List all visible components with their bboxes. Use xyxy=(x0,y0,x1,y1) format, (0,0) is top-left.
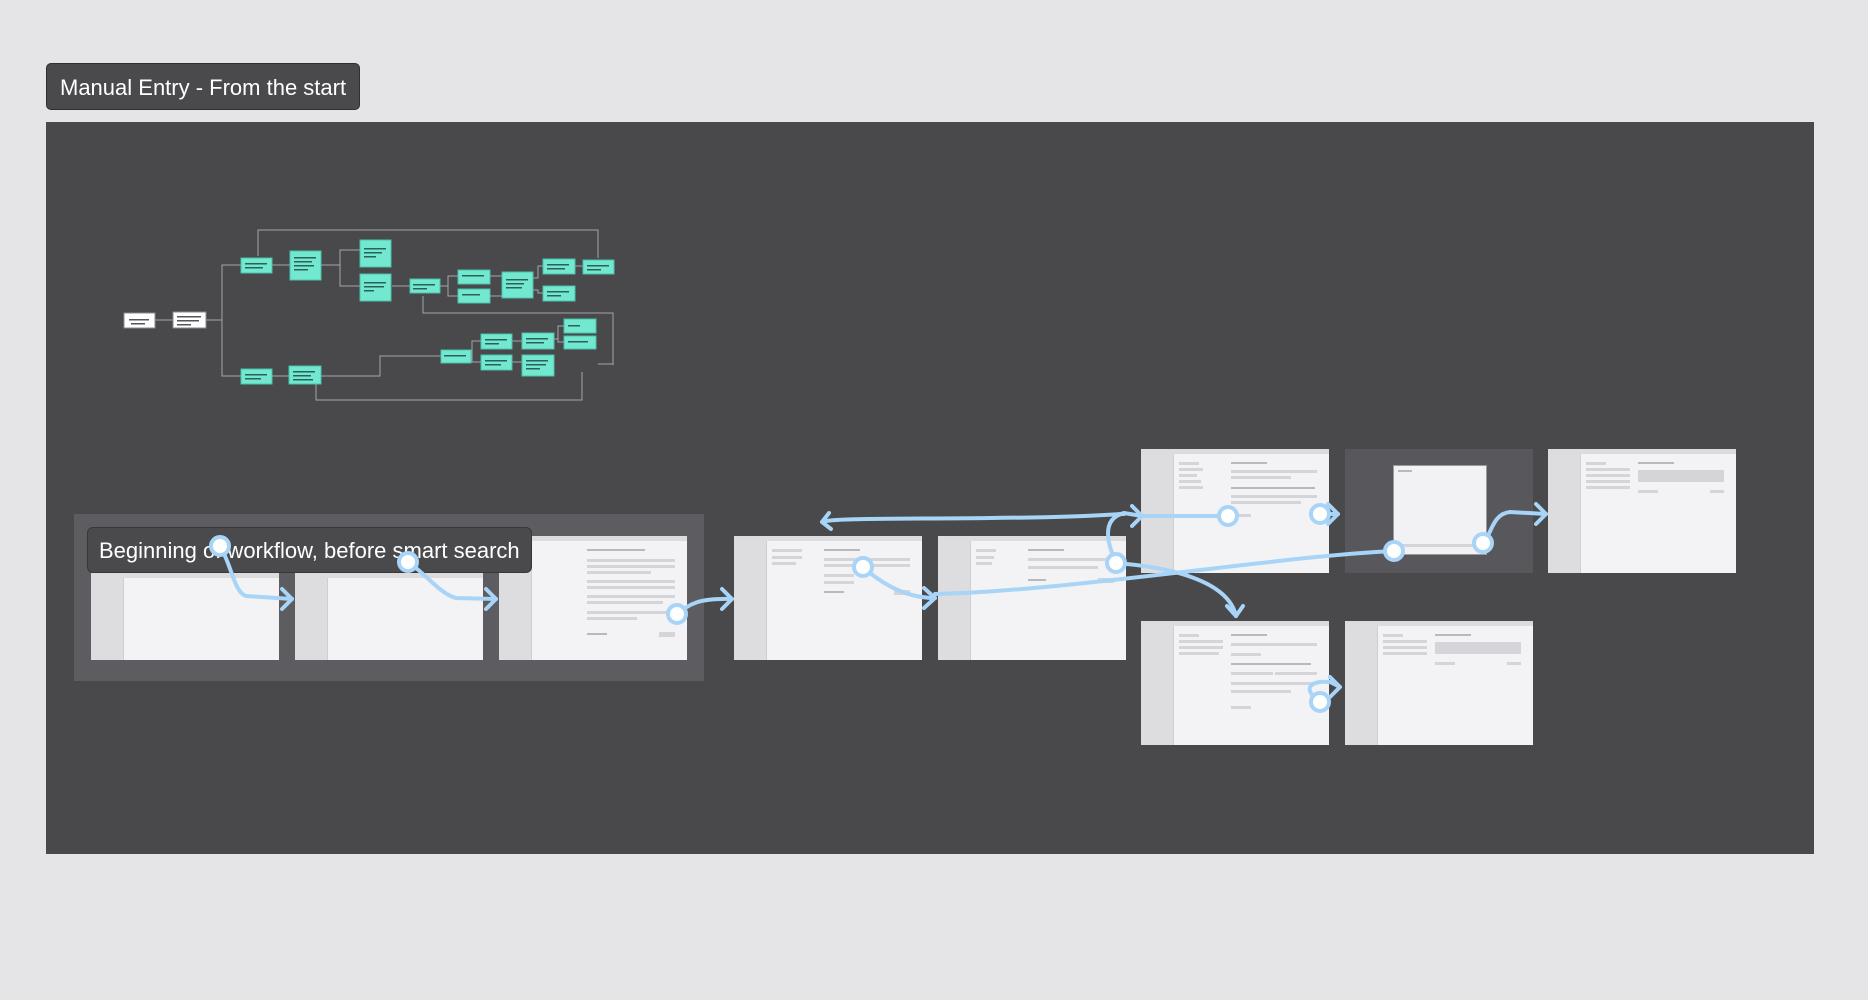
frame-title[interactable]: Manual Entry - From the start xyxy=(46,63,361,110)
screen-thumbnail-9[interactable] xyxy=(1141,621,1329,745)
screen-thumbnail-10[interactable] xyxy=(1345,621,1533,745)
screen-thumbnail-8[interactable] xyxy=(1548,449,1736,573)
section-label[interactable]: Beginning of workflow, before smart sear… xyxy=(87,527,532,573)
